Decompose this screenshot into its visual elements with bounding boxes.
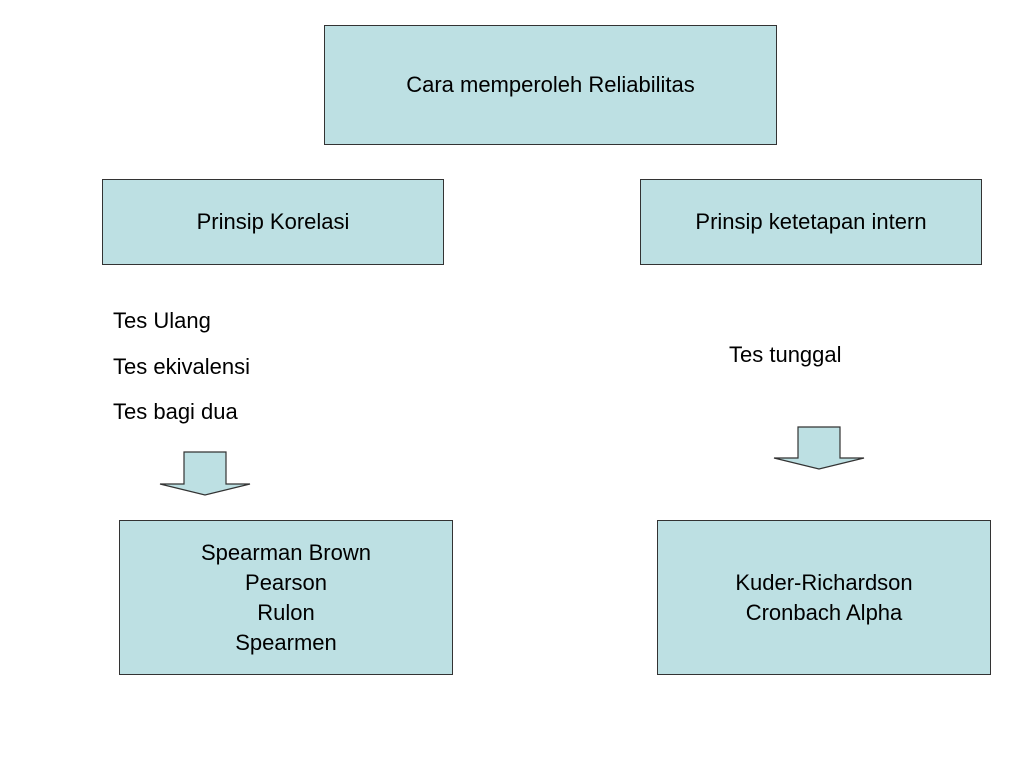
method-rulon: Rulon <box>257 599 315 625</box>
principle-label-korelasi: Prinsip Korelasi <box>196 209 350 234</box>
principle-box-ketetapan-intern: Prinsip ketetapan intern <box>640 179 982 265</box>
test-item-tes-ulang: Tes Ulang <box>113 308 211 333</box>
principle-label-ketetapan-intern: Prinsip ketetapan intern <box>695 209 927 234</box>
test-item-tes-ekivalensi: Tes ekivalensi <box>113 354 250 379</box>
down-arrow-left <box>159 451 251 496</box>
principle-box-korelasi: Prinsip Korelasi <box>102 179 444 265</box>
test-item-tes-tunggal: Tes tunggal <box>729 342 842 367</box>
method-pearson: Pearson <box>245 569 327 595</box>
methods-box-korelasi: Spearman Brown Pearson Rulon Spearmen <box>119 520 453 675</box>
methods-box-ketetapan-intern: Kuder-Richardson Cronbach Alpha <box>657 520 991 675</box>
method-cronbach-alpha: Cronbach Alpha <box>745 599 903 625</box>
method-spearman-brown: Spearman Brown <box>201 539 371 565</box>
title-box: Cara memperoleh Reliabilitas <box>324 25 777 145</box>
title-label: Cara memperoleh Reliabilitas <box>406 72 695 97</box>
down-arrow-right <box>773 426 865 470</box>
method-spearmen: Spearmen <box>235 629 337 655</box>
method-kuder-richardson: Kuder-Richardson <box>735 569 913 595</box>
test-item-tes-bagi-dua: Tes bagi dua <box>113 399 238 424</box>
